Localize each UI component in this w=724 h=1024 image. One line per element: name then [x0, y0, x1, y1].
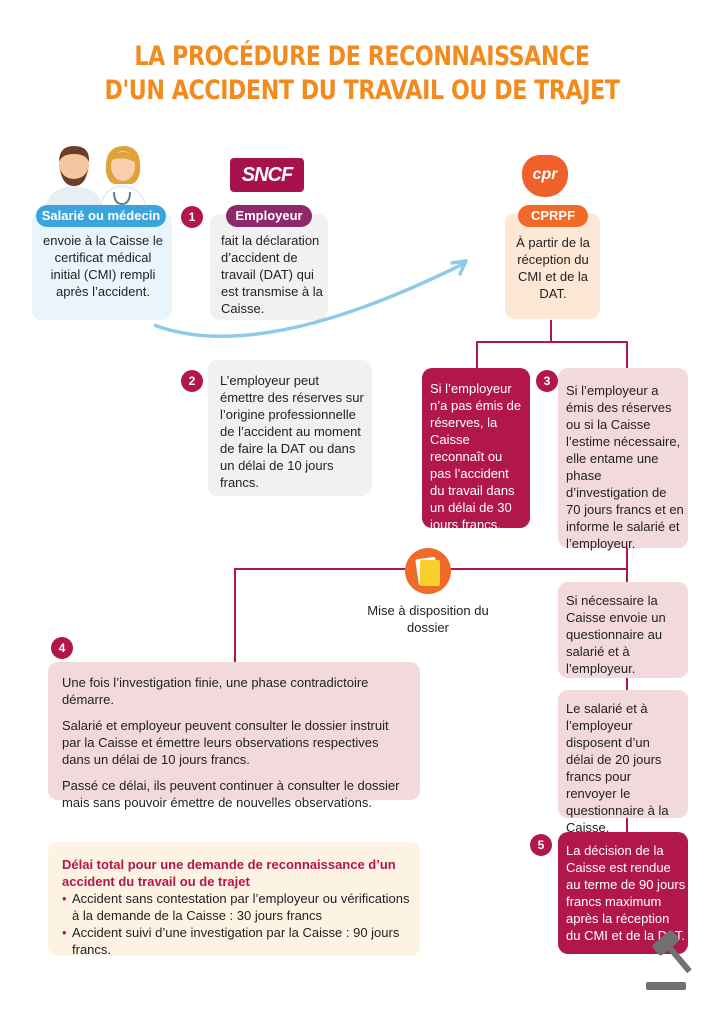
contradictoire-p3: Passé ce délai, ils peuvent continuer à … [62, 778, 400, 810]
contradictoire-box [48, 662, 420, 800]
no-reserves-box [422, 368, 530, 528]
delai-questionnaire-text: Le salarié et à l’employeur disposent d’… [566, 701, 669, 835]
sncf-logo: SNCF [230, 158, 304, 192]
step-2-badge: 2 [181, 370, 203, 392]
summary-item-1: • Accident sans contestation par l’emplo… [62, 890, 412, 924]
contradictoire-p2: Salarié et employeur peuvent consulter l… [62, 718, 389, 767]
folder-icon [405, 548, 451, 594]
connector [476, 341, 628, 343]
cprpf-label: CPRPF [518, 205, 588, 227]
title-line-2: D'UN ACCIDENT DU TRAVAIL OU DE TRAJET [104, 75, 620, 106]
dossier-label: Mise à disposition du dossier [367, 603, 489, 635]
employeur-label: Employeur [226, 205, 312, 227]
gavel-icon [646, 930, 692, 990]
flow-arrow [153, 259, 468, 338]
questionnaire-box [558, 582, 688, 678]
step-3-badge: 3 [536, 370, 558, 392]
contradictoire-p1: Une fois l’investigation finie, une phas… [62, 675, 369, 707]
reserves-box [208, 360, 372, 496]
connector [626, 341, 628, 368]
connector [550, 320, 552, 342]
questionnaire-text: Si nécessaire la Caisse envoie un questi… [566, 593, 666, 676]
summary-item-1-text: Accident sans contestation par l’employe… [72, 891, 410, 923]
connector [626, 548, 628, 582]
salarie-box [32, 212, 172, 320]
cprpf-text: À partir de la réception du CMI et de la… [516, 235, 590, 301]
step-4-badge: 4 [51, 637, 73, 659]
cpr-logo: cpr [520, 155, 570, 197]
with-reserves-text: Si l’employeur a émis des réserves ou si… [566, 383, 684, 551]
page-title: LA PROCÉDURE DE RECONNAISSANCE D'UN ACCI… [65, 40, 659, 108]
decision-text: La décision de la Caisse est rendue au t… [566, 843, 686, 943]
worker-doctor-illustration [46, 146, 147, 210]
bullet-icon: • [62, 891, 67, 906]
summary-item-2-text: Accident suivi d’une investigation par l… [72, 925, 400, 957]
connector [626, 818, 628, 832]
bullet-icon: • [62, 925, 67, 940]
step-1-badge: 1 [181, 206, 203, 228]
salarie-text: envoie à la Caisse le certificat médical… [43, 233, 163, 299]
cprpf-box [505, 213, 600, 319]
salarie-label: Salarié ou médecin [36, 205, 166, 227]
with-reserves-box [558, 368, 688, 548]
connector [626, 678, 628, 690]
cpr-logo-text: cpr [532, 166, 558, 183]
connector [476, 341, 478, 368]
step-5-badge: 5 [530, 834, 552, 856]
title-line-1: LA PROCÉDURE DE RECONNAISSANCE [134, 41, 590, 72]
contradictoire-text: Une fois l’investigation finie, une phas… [62, 674, 410, 820]
delai-questionnaire-box [558, 690, 688, 818]
summary-box [48, 842, 420, 956]
summary-item-2: • Accident suivi d’une investigation par… [62, 924, 412, 958]
employeur-box [210, 214, 328, 320]
connector [234, 568, 236, 662]
no-reserves-text: Si l’employeur n’a pas émis de réserves,… [430, 381, 522, 532]
summary-title: Délai total pour une demande de reconnai… [62, 857, 396, 889]
reserves-text: L’employeur peut émettre des réserves su… [220, 373, 364, 490]
summary-content: Délai total pour une demande de reconnai… [62, 856, 412, 958]
employeur-text: fait la déclaration d’accident de travai… [221, 233, 323, 316]
